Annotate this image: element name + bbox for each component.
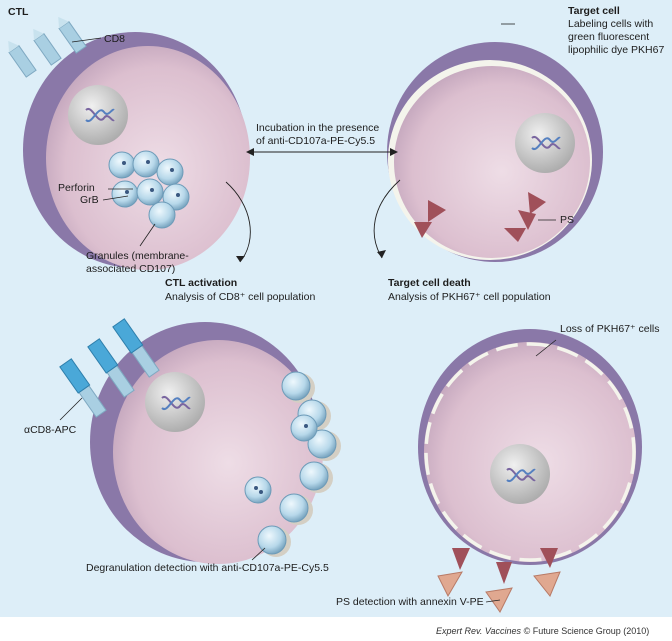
target-desc-line3: lipophilic dye PKH67 — [568, 44, 665, 56]
ctl-activation-title: CTL activation — [165, 277, 238, 289]
ctl-nucleus-bottom — [145, 372, 205, 432]
ps-markers — [414, 192, 546, 242]
target-death-title: Target cell death — [388, 277, 471, 289]
ctl-activation-desc: Analysis of CD8⁺ cell population — [165, 291, 316, 303]
ps-detection-pointer — [485, 599, 501, 603]
incubation-label-line2: of anti-CD107a-PE-Cy5.5 — [256, 135, 376, 147]
dying-nucleus — [490, 444, 550, 504]
acd8-apc-label: αCD8-APC — [24, 424, 77, 436]
target-desc-line1: Labeling cells with — [568, 18, 654, 30]
cd8-pointer — [71, 37, 102, 43]
granules-label-line2: associated CD107) — [86, 263, 176, 275]
activation-arrow — [225, 181, 251, 263]
granules-label-line1: Granules (membrane- — [86, 250, 189, 262]
perforin-label: Perforin — [58, 182, 95, 194]
credit-rest: © Future Science Group (2010) — [523, 626, 650, 636]
grb-label: GrB — [80, 194, 99, 206]
degranulation-pointer — [251, 547, 266, 561]
degranulation-label: Degranulation detection with anti-CD107a… — [86, 562, 329, 574]
target-cell-title: Target cell — [568, 5, 620, 17]
ps-label: PS — [560, 214, 575, 226]
acd8-pointer — [59, 397, 83, 421]
granule-cluster — [108, 150, 190, 229]
annexin-ps-complexes — [437, 548, 561, 613]
loss-pointer — [535, 339, 557, 357]
death-arrow — [373, 179, 401, 259]
anti-cd8-antibodies — [59, 318, 160, 418]
granules-pointer — [139, 223, 156, 247]
target-death-desc: Analysis of PKH67⁺ cell population — [388, 291, 551, 303]
grb-pointer — [102, 195, 129, 201]
target-nucleus — [515, 113, 575, 173]
target-desc-line2: green fluorescent — [568, 31, 650, 43]
cd8-label: CD8 — [104, 33, 126, 45]
incubation-arrow — [246, 148, 398, 156]
cd8-receptors — [8, 16, 87, 78]
ctl-nucleus — [68, 85, 128, 145]
credit-line: Expert Rev. Vaccines © Future Science Gr… — [436, 625, 649, 638]
incubation-label-line1: Incubation in the presence — [256, 122, 380, 134]
ps-detection-label: PS detection with annexin V-PE — [336, 596, 484, 608]
credit-journal: Expert Rev. Vaccines — [436, 626, 522, 636]
surface-granules — [244, 371, 341, 557]
loss-pkh67-label: Loss of PKH67⁺ cells — [560, 323, 660, 335]
ctl-title: CTL — [8, 6, 29, 18]
